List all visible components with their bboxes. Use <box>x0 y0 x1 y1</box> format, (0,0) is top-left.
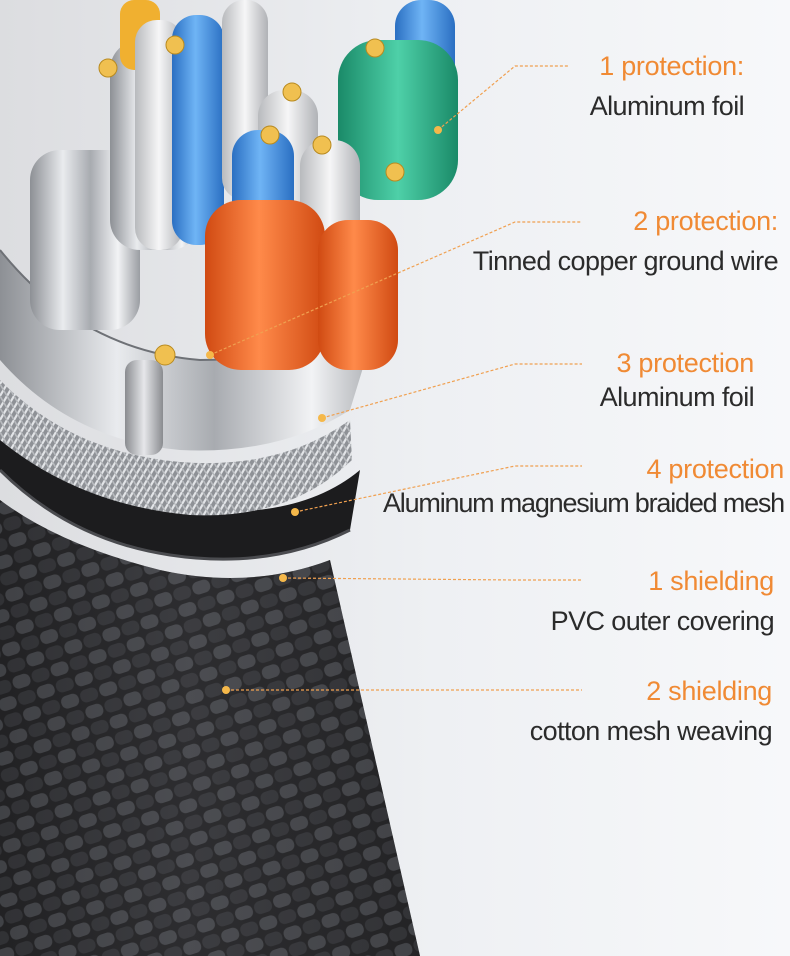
label-description: Aluminum foil <box>589 91 745 121</box>
label-description: Tinned copper ground wire <box>472 246 779 276</box>
label-3-protection: 3 protection Aluminum foil <box>599 347 755 413</box>
braided-mesh <box>0 260 352 516</box>
wire-orange-2 <box>318 220 398 370</box>
label-4-protection: 4 protection Aluminum magnesium braided … <box>383 453 785 519</box>
label-heading: 2 shielding <box>646 676 772 706</box>
ground-wire <box>125 360 163 455</box>
label-1-protection: 1 protection: Aluminum foil <box>589 50 745 122</box>
label-heading: 3 protection <box>616 348 755 378</box>
wire-white-1 <box>135 20 183 250</box>
label-heading: 2 protection: <box>633 206 778 236</box>
label-2-shielding: 2 shielding cotton mesh weaving <box>529 675 773 747</box>
label-1-shielding: 1 shielding PVC outer covering <box>550 565 775 637</box>
label-heading: 4 protection <box>646 454 785 484</box>
copper-strands <box>98 35 405 366</box>
label-2-protection: 2 protection: Tinned copper ground wire <box>472 205 779 277</box>
label-description: Aluminum magnesium braided mesh <box>383 488 785 518</box>
label-heading: 1 protection: <box>599 51 744 81</box>
label-heading: 1 shielding <box>648 566 774 596</box>
wire-blue-1 <box>172 15 224 245</box>
label-description: cotton mesh weaving <box>529 716 773 746</box>
label-description: PVC outer covering <box>550 606 775 636</box>
wire-orange-1 <box>205 200 325 370</box>
wire-green <box>338 40 458 200</box>
leader-lines <box>209 65 582 691</box>
pvc-outer-ring <box>0 430 360 560</box>
foil-ring <box>0 250 390 451</box>
label-description: Aluminum foil <box>599 382 755 412</box>
leader-dots <box>206 126 442 694</box>
